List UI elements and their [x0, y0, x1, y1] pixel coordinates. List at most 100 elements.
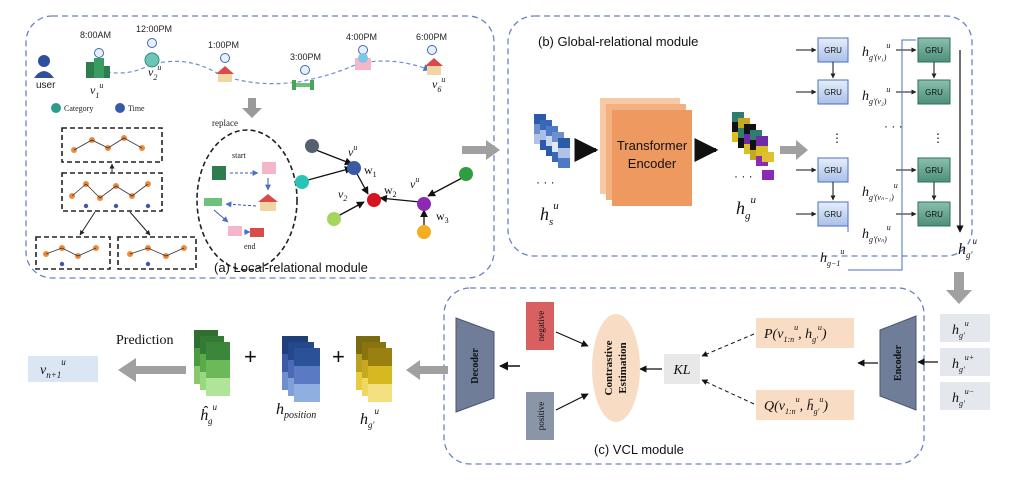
contrastive-ellipse — [592, 314, 640, 422]
prediction-label: Prediction — [116, 333, 174, 348]
hposition-label: hposition — [276, 401, 316, 421]
q-to-kl-arrow — [701, 379, 755, 405]
replace-end: end — [244, 242, 256, 251]
global-module-title: (b) Global-relational module — [538, 34, 698, 49]
graph-w2: w2 — [384, 183, 397, 199]
hier-arrow-3 — [129, 211, 151, 236]
encoder-label: Encoder — [893, 344, 904, 381]
gru-column-1 — [817, 37, 849, 227]
decoder-to-output-arrow — [406, 360, 448, 380]
global-to-vcl-arrow — [946, 272, 972, 304]
gru-column-2 — [917, 37, 951, 227]
time-label-6: 6:00PM — [416, 32, 447, 42]
user-icon — [34, 55, 54, 78]
replace-ellipse — [196, 129, 298, 271]
kl-box — [664, 354, 700, 384]
poi-label-2: v2u — [148, 63, 161, 82]
transformer-line2: Encoder — [628, 156, 677, 171]
hposition-stack — [282, 336, 320, 402]
poi-label-1: v1u — [90, 81, 103, 100]
building-icon — [86, 58, 110, 78]
prediction-arrow — [118, 358, 186, 382]
vcl-module-frame — [443, 287, 925, 465]
time-label-3: 1:00PM — [208, 40, 239, 50]
park-icon — [355, 53, 371, 70]
hier-arrow-2 — [79, 211, 96, 236]
graph-w3: w3 — [436, 209, 449, 225]
encoder-input-boxes — [940, 314, 990, 410]
local-to-global-arrow — [462, 140, 500, 160]
hierarchy-edges — [45, 137, 185, 257]
enc-input-1: hg'u — [952, 319, 969, 340]
q-formula-box — [756, 390, 854, 420]
time-icon — [115, 103, 125, 113]
positive-arrow — [555, 393, 589, 411]
gru-col1-vdots: ⋮ — [831, 131, 843, 145]
negative-label: negative — [536, 311, 546, 342]
gru-col2-vdots: ⋮ — [932, 131, 944, 145]
positive-box — [526, 392, 554, 440]
house-icon — [216, 66, 234, 82]
negative-arrow — [555, 331, 589, 347]
time-label-1: 8:00AM — [80, 30, 111, 40]
hg-to-gru-arrow — [780, 140, 808, 160]
poi-label-6: v6u — [432, 75, 445, 94]
vcl-module-title: (c) VCL module — [594, 442, 684, 457]
graph-v2: v2 — [338, 187, 347, 203]
transformer-encoder — [600, 98, 692, 206]
prediction-output: vn+1u — [40, 357, 66, 380]
hg-prime-bottom-label: hg'u — [360, 406, 379, 430]
globe-icon — [144, 52, 160, 68]
clock-icons — [94, 38, 437, 75]
svg-text:GRU: GRU — [925, 210, 943, 219]
hierarchy-time-nodes — [59, 203, 151, 267]
p-to-kl-arrow — [701, 333, 755, 357]
plus-2: + — [332, 344, 345, 369]
graph-nodes — [295, 139, 473, 239]
gru-out-1: hg'(v₁)u — [862, 41, 890, 62]
hg-dots: · · · — [734, 169, 753, 183]
decoder-label: Decoder — [470, 348, 481, 384]
q-formula: Q(v1:nu, h̄g'u) — [764, 395, 828, 416]
feedback-line — [847, 39, 916, 271]
hg-prev-label: hg−1u — [820, 247, 844, 268]
graph-v-top: vu — [348, 143, 357, 159]
svg-text:GRU: GRU — [824, 46, 842, 55]
hg-label: hgu — [736, 194, 757, 222]
replace-label: replace — [212, 118, 238, 128]
graph-edges — [307, 149, 463, 226]
hs-dots: · · · — [536, 175, 555, 189]
svg-text:GRU: GRU — [824, 166, 842, 175]
enc-input-3: hg'u− — [952, 387, 974, 408]
graph-v3: vu — [410, 175, 419, 191]
svg-text:GRU: GRU — [925, 166, 943, 175]
hg-hat-stack — [194, 330, 230, 396]
p-formula-box — [756, 318, 854, 348]
gru-out-2: hg'(v₂)u — [862, 85, 890, 106]
plus-1: + — [244, 344, 257, 369]
graph-w1: w1 — [364, 163, 377, 179]
contrastive-line2: Estimation — [617, 342, 629, 393]
hg-embedding-stack — [732, 112, 774, 180]
global-module-frame — [507, 15, 973, 257]
svg-text:GRU: GRU — [925, 88, 943, 97]
gru-out-3: hg'(vₙ₋₁)u — [862, 181, 898, 202]
legend-category: Category — [64, 104, 93, 113]
time-label-4: 3:00PM — [290, 52, 321, 62]
svg-text:GRU: GRU — [925, 46, 943, 55]
replace-icons — [204, 162, 278, 237]
hg-prime-label: hg'u — [958, 236, 977, 260]
svg-text:GRU: GRU — [824, 88, 842, 97]
home-icon — [425, 58, 443, 75]
hierarchy-boxes — [35, 127, 197, 270]
down-arrow — [242, 98, 262, 118]
positive-label: positive — [536, 402, 546, 431]
hs-label: hsu — [540, 200, 559, 228]
time-label-5: 4:00PM — [346, 32, 377, 42]
gru-mid-dots: · · · — [884, 119, 903, 133]
local-module-title: (a) Local-relational module — [214, 260, 368, 275]
legend-time: Time — [128, 104, 145, 113]
prediction-output-box — [28, 356, 98, 382]
